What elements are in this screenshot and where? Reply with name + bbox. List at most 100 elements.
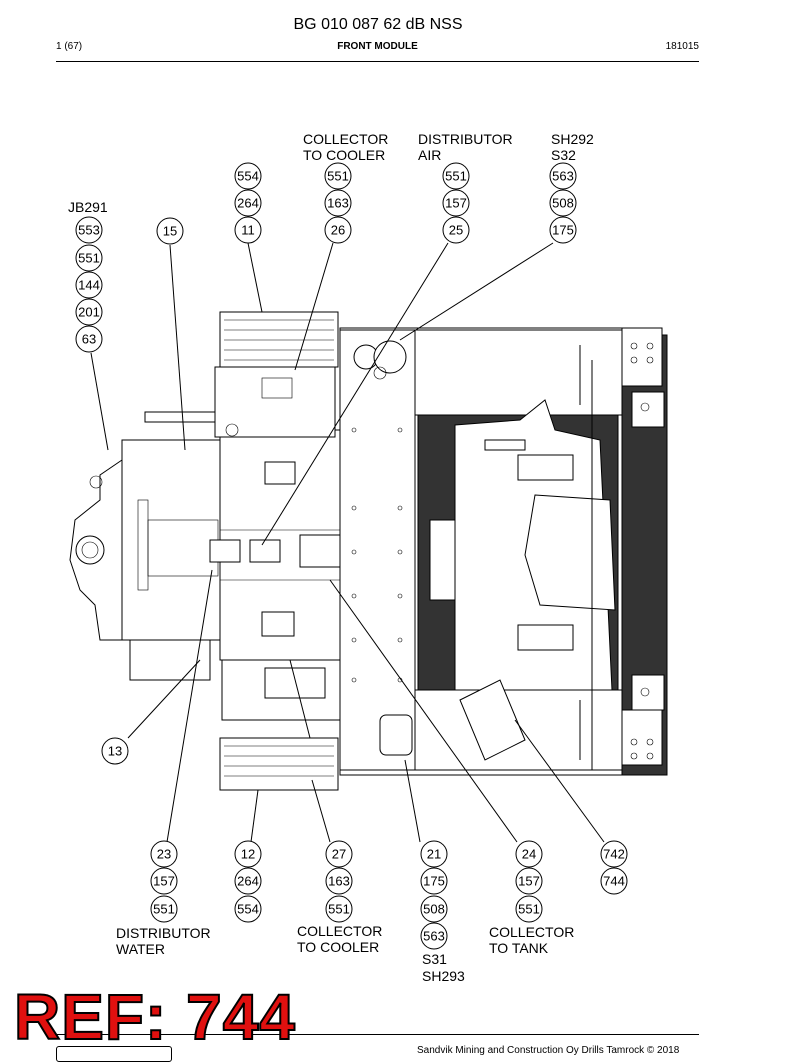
svg-text:551: 551 <box>327 169 349 184</box>
bubble-157[interactable]: 157 <box>150 867 178 895</box>
bubble-27[interactable]: 27 <box>325 840 353 868</box>
svg-text:63: 63 <box>82 332 96 347</box>
bubble-553[interactable]: 553 <box>75 216 103 244</box>
bubble-551[interactable]: 551 <box>515 895 543 923</box>
bubble-157[interactable]: 157 <box>442 189 470 217</box>
svg-text:551: 551 <box>153 902 175 917</box>
bubble-551[interactable]: 551 <box>324 162 352 190</box>
bubble-26[interactable]: 26 <box>324 216 352 244</box>
svg-text:12: 12 <box>241 847 255 862</box>
svg-text:264: 264 <box>237 874 259 889</box>
callout-labels: COLLECTOR TO COOLER DISTRIBUTOR AIR SH29… <box>68 131 594 984</box>
svg-text:157: 157 <box>518 874 540 889</box>
bubble-12[interactable]: 12 <box>234 840 262 868</box>
svg-text:264: 264 <box>237 196 259 211</box>
page-number: 1 (67) <box>56 41 83 52</box>
label-distributor-water-1: DISTRIBUTOR <box>116 925 211 941</box>
bubble-264[interactable]: 264 <box>234 867 262 895</box>
bubble-554[interactable]: 554 <box>234 895 262 923</box>
bubble-201[interactable]: 201 <box>75 298 103 326</box>
frame-side-plate <box>339 329 416 771</box>
svg-text:554: 554 <box>237 169 259 184</box>
label-collector-cooler-top-2: TO COOLER <box>303 147 385 163</box>
bubble-163[interactable]: 163 <box>324 189 352 217</box>
svg-text:554: 554 <box>237 902 259 917</box>
bubble-551[interactable]: 551 <box>75 244 103 272</box>
svg-text:175: 175 <box>552 223 574 238</box>
top-valve-assembly <box>214 366 336 438</box>
bubble-15[interactable]: 15 <box>156 217 184 245</box>
svg-text:157: 157 <box>445 196 467 211</box>
label-collector-cooler-bot-2: TO COOLER <box>297 939 379 955</box>
svg-text:551: 551 <box>445 169 467 184</box>
bubble-554[interactable]: 554 <box>234 162 262 190</box>
bubble-551[interactable]: 551 <box>325 895 353 923</box>
svg-text:157: 157 <box>153 874 175 889</box>
svg-text:163: 163 <box>327 196 349 211</box>
bubble-13[interactable]: 13 <box>101 737 129 765</box>
footer-copyright: Sandvik Mining and Construction Oy Drill… <box>417 1045 680 1056</box>
label-distributor-water-2: WATER <box>116 941 165 957</box>
header-row: 1 (67) FRONT MODULE 181015 <box>56 41 699 55</box>
label-s31: S31 <box>422 951 447 967</box>
svg-text:24: 24 <box>522 847 536 862</box>
bubble-264[interactable]: 264 <box>234 189 262 217</box>
svg-text:26: 26 <box>331 223 345 238</box>
bubble-23[interactable]: 23 <box>150 840 178 868</box>
front-module-drawing <box>69 311 668 791</box>
bubble-163[interactable]: 163 <box>325 867 353 895</box>
svg-text:13: 13 <box>108 744 122 759</box>
module-name: FRONT MODULE <box>337 41 418 52</box>
svg-text:175: 175 <box>423 874 445 889</box>
left-mount-plate <box>121 439 221 641</box>
pulley-right <box>373 340 407 374</box>
bubble-144[interactable]: 144 <box>75 271 103 299</box>
bracket-hole <box>75 535 105 565</box>
bubble-25[interactable]: 25 <box>442 216 470 244</box>
ref-stamp: REF: 744 <box>13 981 296 1053</box>
bubble-744[interactable]: 744 <box>600 867 628 895</box>
svg-text:551: 551 <box>518 902 540 917</box>
svg-text:551: 551 <box>328 902 350 917</box>
bubble-157[interactable]: 157 <box>515 867 543 895</box>
label-collector-tank-1: COLLECTOR <box>489 924 574 940</box>
svg-text:201: 201 <box>78 305 100 320</box>
label-distributor-air-1: DISTRIBUTOR <box>418 131 513 147</box>
bubble-175[interactable]: 175 <box>420 867 448 895</box>
svg-text:563: 563 <box>552 169 574 184</box>
tilted-box <box>459 679 526 761</box>
bubble-508[interactable]: 508 <box>549 189 577 217</box>
right-top-block <box>621 327 663 387</box>
bubble-563[interactable]: 563 <box>420 922 448 950</box>
bubble-551[interactable]: 551 <box>150 895 178 923</box>
bubble-11[interactable]: 11 <box>234 216 262 244</box>
bubble-551[interactable]: 551 <box>442 162 470 190</box>
label-collector-cooler-top-1: COLLECTOR <box>303 131 388 147</box>
svg-text:23: 23 <box>157 847 171 862</box>
bubble-24[interactable]: 24 <box>515 840 543 868</box>
tank-cylinder <box>379 714 413 756</box>
label-jb291: JB291 <box>68 199 108 215</box>
lower-mount <box>129 639 211 681</box>
leader-lines <box>90 242 605 843</box>
bubble-508[interactable]: 508 <box>420 895 448 923</box>
bubble-63[interactable]: 63 <box>75 325 103 353</box>
svg-text:27: 27 <box>332 847 346 862</box>
footer-rule <box>56 1034 699 1035</box>
bubble-742[interactable]: 742 <box>600 840 628 868</box>
svg-text:144: 144 <box>78 278 100 293</box>
cradle-window <box>524 494 616 611</box>
bubble-175[interactable]: 175 <box>549 216 577 244</box>
bubble-21[interactable]: 21 <box>420 840 448 868</box>
label-s32: S32 <box>551 147 576 163</box>
svg-text:508: 508 <box>552 196 574 211</box>
svg-text:563: 563 <box>423 929 445 944</box>
svg-text:742: 742 <box>603 847 625 862</box>
label-distributor-air-2: AIR <box>418 147 441 163</box>
collector-cooler-bottom <box>219 737 339 791</box>
bubble-563[interactable]: 563 <box>549 162 577 190</box>
svg-text:163: 163 <box>328 874 350 889</box>
label-sh293: SH293 <box>422 968 465 984</box>
header-rule <box>56 61 699 62</box>
